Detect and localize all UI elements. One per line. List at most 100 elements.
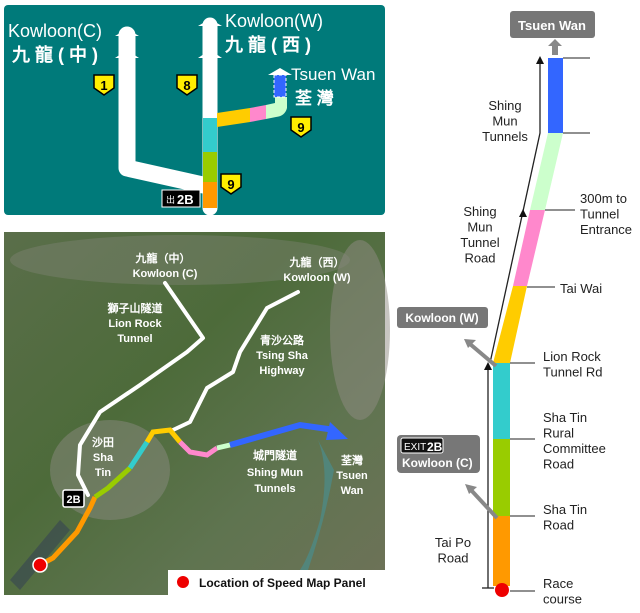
segment-green [203, 152, 217, 182]
map-label: 九龍（中） [135, 251, 191, 265]
label-lion-rock: Lion Rock [543, 349, 601, 364]
bar-blue [548, 58, 563, 133]
segment-orange [203, 182, 217, 208]
label-shing-mun-tunnel-road: Mun [467, 220, 492, 235]
label-shing-mun-tunnel-road: Road [464, 251, 495, 266]
label-shing-mun-tunnel-road: Tunnel [460, 235, 499, 250]
map-exit-badge-label: 2B [66, 494, 80, 506]
exit-2b-badge [400, 437, 444, 454]
exit-2b-badge [161, 189, 201, 208]
label-shing-mun-tunnels: Mun [492, 114, 517, 129]
bar-cyan [493, 363, 510, 439]
route-number: 1 [100, 78, 107, 93]
exit-arrow-kowloon-c-icon [469, 488, 499, 520]
map-label: Tunnels [254, 483, 295, 495]
segment-blue [273, 74, 287, 98]
legend-box [168, 570, 385, 595]
map-label: Tunnel [117, 333, 152, 345]
map-legend: Location of Speed Map Panel [168, 570, 385, 595]
urban-area [330, 240, 390, 420]
route-number: 9 [227, 177, 234, 192]
segment-pink [250, 105, 266, 122]
map-label: Highway [259, 365, 305, 377]
map-label: Kowloon (C) [133, 268, 198, 280]
route-schematic: Tsuen Wan Kowloon (W) EXIT 2B Kowloon [397, 11, 632, 607]
sign-label-kowloon-w: Kowloon(W) [225, 11, 323, 31]
destination-box-tsuen-wan [510, 11, 595, 38]
legend-label: Location of Speed Map Panel [199, 576, 366, 590]
exit-number: 2B [177, 192, 194, 207]
label-race-course: Race [543, 576, 573, 591]
map-route [38, 421, 336, 568]
label-shing-mun-tunnel-road: Shing [463, 204, 496, 219]
route-badges: 1 8 9 9 [93, 74, 312, 195]
label-tai-po-road: Road [437, 551, 468, 566]
map-label: Lion Rock [108, 318, 162, 330]
map-segment-green [93, 466, 132, 500]
bar-pink [513, 210, 545, 286]
sign-label-kowloon-w-zh: 九 龍 ( 西 ) [224, 34, 311, 55]
map-label: 沙田 [92, 436, 114, 449]
map-segment-yellow [144, 427, 182, 444]
map-label: 荃灣 [341, 453, 363, 467]
exit-number: 2B [427, 440, 443, 454]
map-label: 青沙公路 [260, 333, 305, 347]
legend-marker-icon [177, 576, 189, 588]
sign-label-tsuen-wan: Tsuen Wan [291, 65, 375, 84]
label-shing-mun-tunnels: Shing [488, 98, 521, 113]
bar-light-green [530, 133, 563, 210]
label-p300m: 300m to [580, 191, 627, 206]
map-label: Sha [93, 452, 114, 464]
label-p300m: Tunnel [580, 207, 619, 222]
route-badge-8 [176, 74, 198, 96]
map-arrowhead-icon [326, 422, 348, 440]
map-label: Shing Mun [247, 467, 303, 479]
map-label: 九龍（西） [289, 255, 345, 269]
map-exit-badge [62, 489, 85, 508]
map-label: 城門隧道 [253, 448, 297, 462]
route-number: 8 [183, 78, 190, 93]
speed-map-panel-marker [32, 557, 48, 573]
label-p300m: Entrance [580, 222, 632, 237]
map-label: Wan [341, 485, 364, 497]
map-label: Tsing Sha [256, 350, 309, 362]
route-number: 9 [297, 120, 304, 135]
map-road-kowloon-c [76, 281, 205, 497]
bar-orange [493, 516, 510, 586]
arrow-up-icon [548, 39, 562, 55]
urban-area [10, 235, 350, 285]
map-label: Kowloon (W) [283, 272, 351, 284]
map-segment-blue [229, 421, 336, 448]
route-badge-9-tsuen-wan [290, 116, 312, 138]
segment-yellow [217, 108, 250, 127]
label-race-course: course [543, 592, 582, 607]
map-road-kowloon-w [171, 290, 300, 432]
map-label: Tin [95, 467, 112, 479]
label-shing-mun-tunnels: Tunnels [482, 129, 528, 144]
arrowhead-kowloon-w-icon [198, 19, 222, 58]
label-sha-tin-road: Road [543, 518, 574, 533]
sign-label-kowloon-c: Kowloon(C) [8, 21, 102, 41]
exit-arrowhead-icon [464, 339, 476, 348]
map-segment-pink [178, 440, 219, 458]
exit-arrowhead-icon [465, 484, 477, 494]
river [10, 520, 70, 590]
exit-arrow-kowloon-w-icon [468, 342, 498, 368]
label-rural: Committee [543, 441, 606, 456]
map-segment-orange [38, 495, 98, 568]
exit-label: Kowloon (W) [405, 311, 478, 325]
gantry-sign: Kowloon(C) 九 龍 ( 中 ) Kowloon(W) 九 龍 ( 西 … [4, 5, 385, 216]
exit-prefix: 出 [166, 194, 175, 205]
map-labels: 九龍（中） Kowloon (C) 九龍（西） Kowloon (W) 獅子山隧… [92, 251, 368, 497]
sign-background [4, 5, 385, 215]
sign-label-tsuen-wan-zh: 荃 灣 [295, 88, 334, 108]
road-kowloon-c [118, 26, 212, 194]
reservoir [300, 440, 334, 570]
direction-lines [482, 62, 541, 589]
map-label: Tsuen [336, 470, 368, 482]
route-badge-9 [220, 173, 242, 195]
label-tai-po-road: Tai Po [435, 535, 471, 550]
map-segment-light-green [216, 442, 231, 451]
arrowhead-kowloon-c-icon [115, 29, 139, 58]
